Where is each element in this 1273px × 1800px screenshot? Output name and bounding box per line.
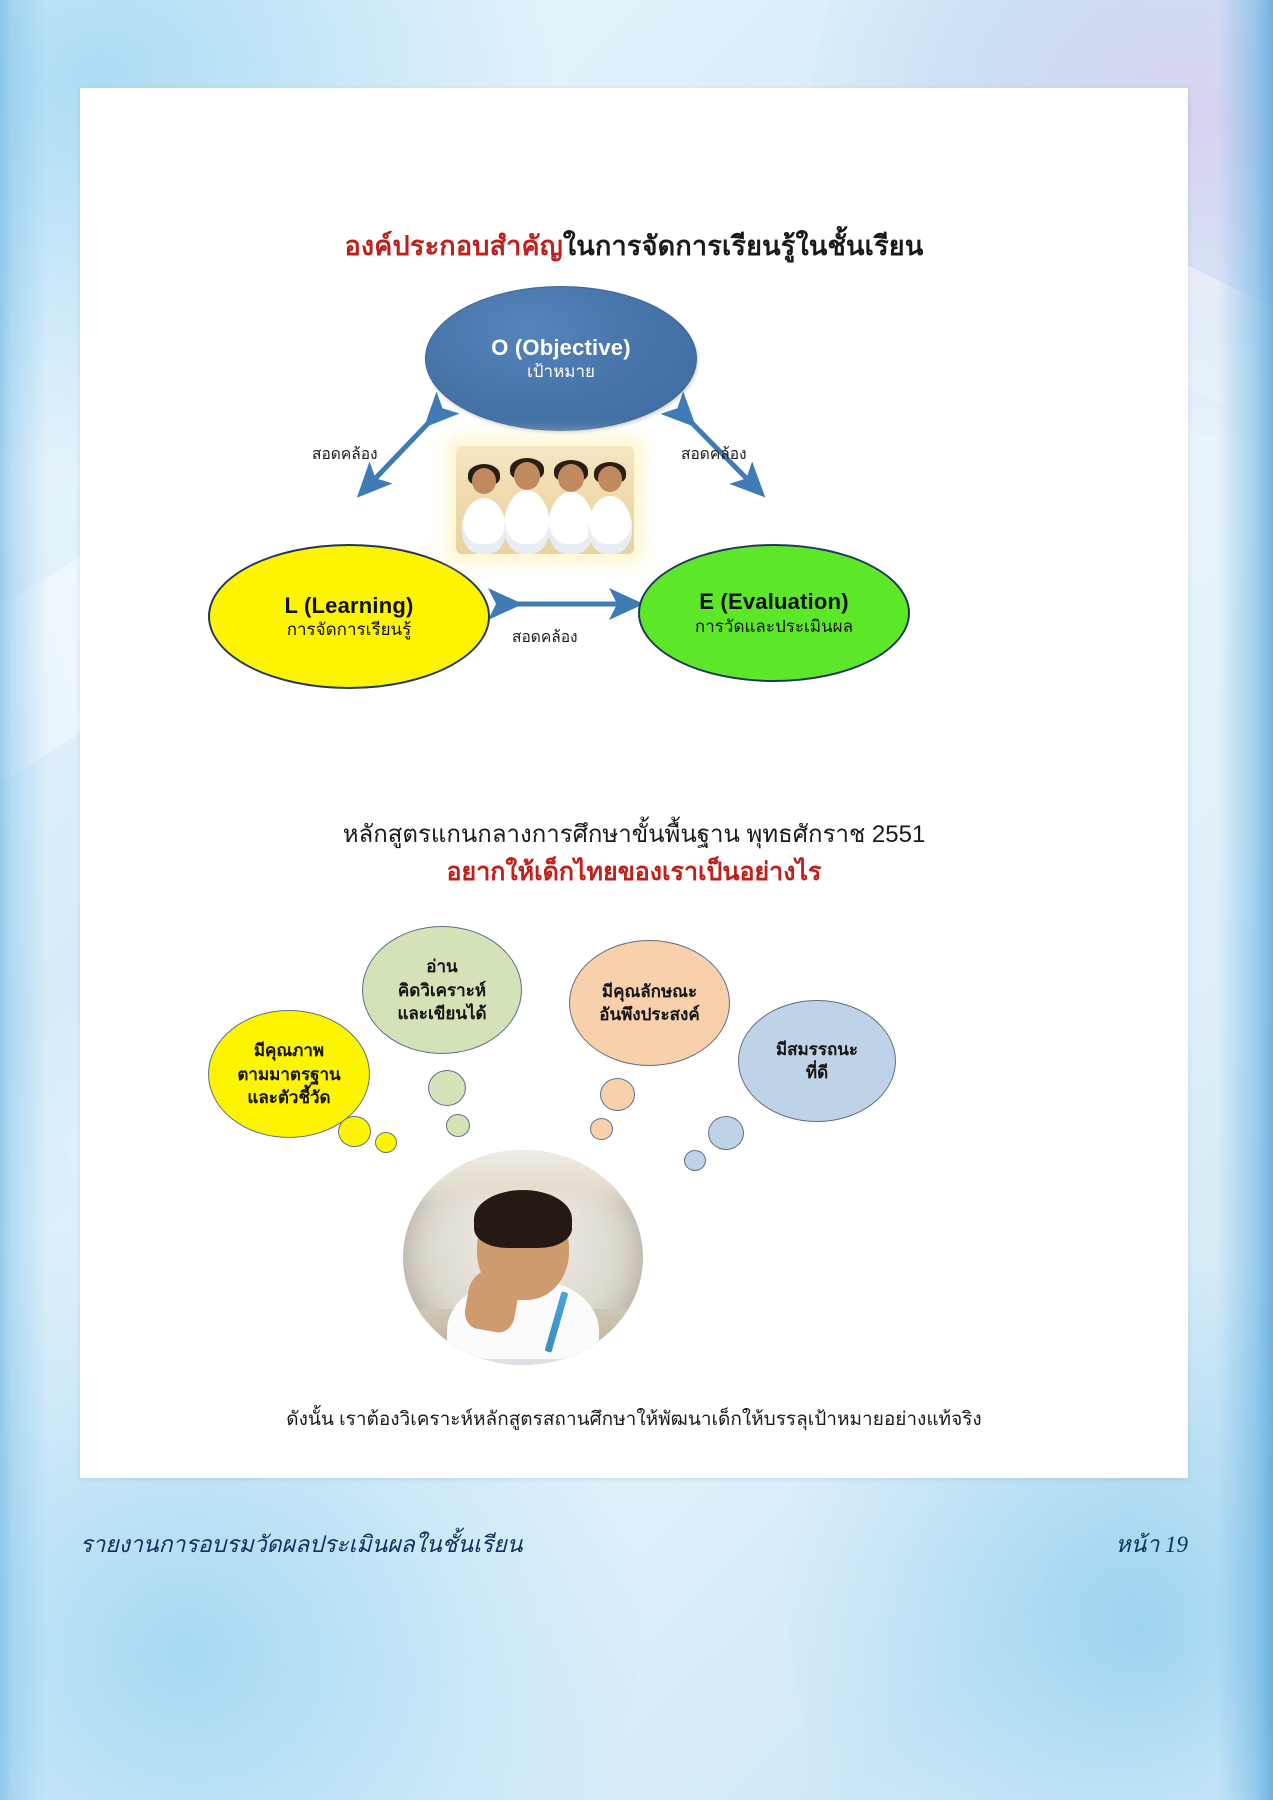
node-learning-subtitle: การจัดการเรียนรู้ bbox=[286, 620, 412, 640]
bubble-blue-dot-small bbox=[684, 1150, 706, 1172]
arrow-objective-learning bbox=[356, 391, 460, 499]
node-evaluation: E (Evaluation) การวัดและประเมินผล bbox=[638, 544, 910, 683]
node-objective: O (Objective) เป้าหมาย bbox=[425, 286, 697, 432]
curriculum-heading-black: หลักสูตรแกนกลางการศึกษาขั้นพื้นฐาน พุทธศ… bbox=[342, 821, 926, 849]
node-evaluation-title: E (Evaluation) bbox=[699, 589, 849, 615]
bubble-yellow-dot-large bbox=[338, 1116, 371, 1148]
curriculum-caption: ดังนั้น เราต้องวิเคราะห์หลักสูตรสถานศึกษ… bbox=[286, 1409, 982, 1431]
bubble-green-dot-small bbox=[446, 1114, 470, 1138]
footer-report-title: รายงานการอบรมวัดผลประเมินผลในชั้นเรียน bbox=[80, 1532, 523, 1557]
bubble-blue-text: มีสมรรถนะที่ดี bbox=[775, 1039, 859, 1083]
arrow-label-left: สอดคล้อง bbox=[312, 446, 378, 464]
thought-bubbles: อ่านคิดวิเคราะห์และเขียนได้ มีคุณลักษณะอ… bbox=[80, 900, 1188, 1400]
content-sheet: องค์ประกอบสำคัญในการจัดการเรียนรู้ในชั้น… bbox=[80, 88, 1188, 1478]
background-edge-right bbox=[1217, 0, 1273, 1800]
thinking-boy-photo bbox=[403, 1150, 643, 1366]
arrow-objective-evaluation bbox=[660, 391, 766, 498]
ole-diagram: O (Objective) เป้าหมาย L (Learning) การจ… bbox=[80, 286, 1188, 756]
bubble-peach-dot-large bbox=[600, 1078, 635, 1112]
node-objective-title: O (Objective) bbox=[491, 334, 631, 360]
bubble-peach-text: มีคุณลักษณะอันพึงประสงค์ bbox=[599, 981, 700, 1025]
footer-page-number: หน้า 19 bbox=[1115, 1532, 1188, 1557]
background-edge-left bbox=[0, 0, 48, 1800]
bubble-desirable-characteristics: มีคุณลักษณะอันพึงประสงค์ bbox=[569, 940, 730, 1067]
arrow-label-right: สอดคล้อง bbox=[681, 446, 747, 464]
diagram-arrows bbox=[356, 391, 766, 621]
bubble-yellow-text: มีคุณภาพตามมาตรฐานและตัวชี้วัด bbox=[237, 1041, 341, 1107]
bubble-yellow-dot-small bbox=[375, 1132, 397, 1154]
node-evaluation-subtitle: การวัดและประเมินผล bbox=[694, 616, 854, 636]
curriculum-section: หลักสูตรแกนกลางการศึกษาขั้นพื้นฐาน พุทธศ… bbox=[80, 818, 1188, 1434]
bubble-read-analyze-write: อ่านคิดวิเคราะห์และเขียนได้ bbox=[362, 926, 522, 1055]
students-photo bbox=[456, 446, 634, 555]
bubble-quality-standards: มีคุณภาพตามมาตรฐานและตัวชี้วัด bbox=[208, 1010, 370, 1139]
bubble-green-dot-large bbox=[428, 1070, 466, 1107]
bubble-green-text: อ่านคิดวิเคราะห์และเขียนได้ bbox=[397, 957, 487, 1023]
node-learning-title: L (Learning) bbox=[284, 592, 414, 618]
arrow-label-bottom: สอดคล้อง bbox=[512, 629, 578, 647]
section1-title-red: องค์ประกอบสำคัญ bbox=[344, 231, 563, 261]
node-objective-subtitle: เป้าหมาย bbox=[526, 362, 596, 382]
section1-title: องค์ประกอบสำคัญในการจัดการเรียนรู้ในชั้น… bbox=[80, 88, 1188, 264]
section1-title-black: ในการจัดการเรียนรู้ในชั้นเรียน bbox=[562, 231, 924, 261]
page-footer: รายงานการอบรมวัดผลประเมินผลในชั้นเรียน ห… bbox=[80, 1527, 1188, 1563]
bubble-good-competency: มีสมรรถนะที่ดี bbox=[738, 1000, 896, 1123]
curriculum-heading-red: อยากให้เด็กไทยของเราเป็นอย่างไร bbox=[446, 858, 822, 887]
bubble-blue-dot-large bbox=[708, 1116, 744, 1151]
bubble-peach-dot-small bbox=[590, 1118, 613, 1141]
node-learning: L (Learning) การจัดการเรียนรู้ bbox=[208, 544, 490, 690]
